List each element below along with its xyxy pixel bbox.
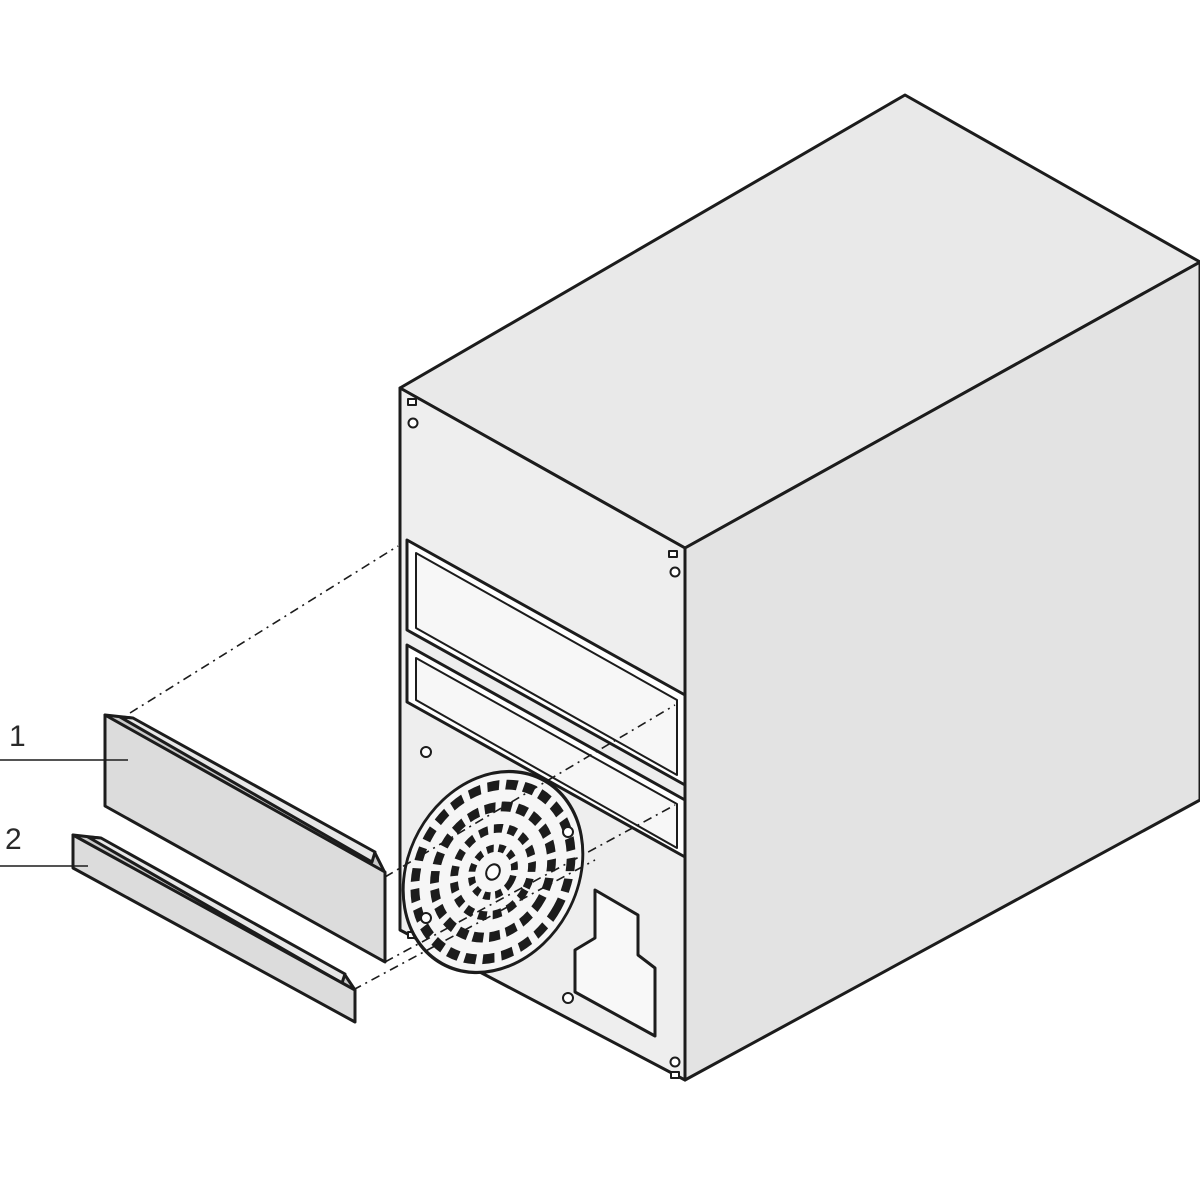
screw-icon: [562, 992, 574, 1004]
screw-icon: [420, 746, 432, 758]
screw-icon: [669, 1056, 681, 1079]
screw-icon: [407, 398, 419, 429]
housing: [398, 93, 1200, 1082]
fan-grille-icon: [401, 769, 585, 975]
callout-leaders: [0, 759, 128, 867]
callout-label-2: 2: [5, 823, 22, 856]
callout-label-1: 1: [9, 720, 26, 753]
screw-icon: [562, 826, 574, 838]
power-inlet-cutout: [573, 888, 657, 1038]
alignment-lines: [129, 545, 676, 991]
screw-icon: [668, 550, 681, 578]
fan-mount-screws: [420, 746, 574, 1004]
screw-icon: [420, 912, 432, 924]
wide-blanking-plate: [103, 713, 387, 964]
lower-slot-opening: [405, 643, 687, 859]
narrow-blanking-plate: [71, 833, 357, 1024]
upper-slot-opening: [405, 538, 687, 787]
